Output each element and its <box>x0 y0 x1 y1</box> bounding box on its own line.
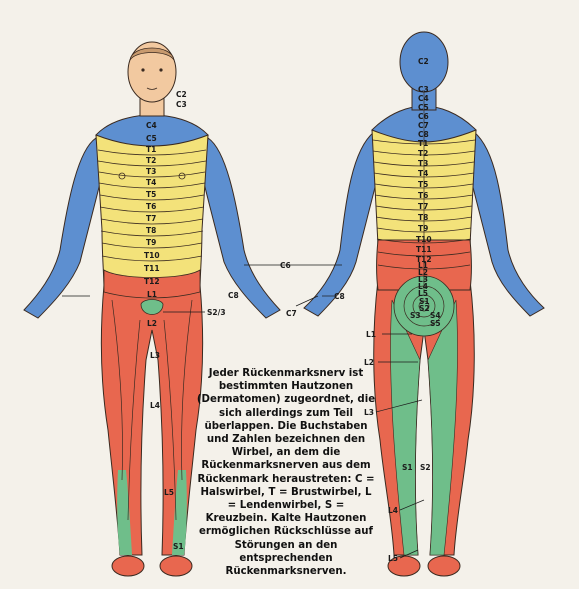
back-label-t10: T10 <box>416 235 432 244</box>
back-label-t4: T4 <box>418 169 428 178</box>
callout-c7: C7 <box>286 309 297 318</box>
front-label-t5: T5 <box>146 190 156 199</box>
callout-c6: C6 <box>280 261 291 270</box>
callout-s2-3: S2/3 <box>207 308 226 317</box>
back-label-c7: C7 <box>418 121 429 130</box>
back-right-arm <box>470 132 544 316</box>
back-label-t7: T7 <box>418 202 428 211</box>
front-label-t1: T1 <box>146 145 156 154</box>
back-label-c6: C6 <box>418 112 429 121</box>
back-label-c4: C4 <box>418 94 429 103</box>
back-label-c5: C5 <box>418 103 429 112</box>
front-label-l4: L4 <box>150 401 160 410</box>
front-sacral-s2-3 <box>141 300 163 315</box>
callout-s1: S1 <box>402 463 413 472</box>
callout-l2: L2 <box>364 358 374 367</box>
front-label-t8: T8 <box>146 226 156 235</box>
callout-c8-back: C8 <box>334 292 345 301</box>
front-label-l5: L5 <box>164 488 174 497</box>
back-label-t6: T6 <box>418 191 428 200</box>
front-label-t6: T6 <box>146 202 156 211</box>
front-label-t7: T7 <box>146 214 156 223</box>
back-label-t3: T3 <box>418 159 428 168</box>
callout-s2: S2 <box>420 463 431 472</box>
front-right-foot <box>160 556 192 576</box>
front-label-t4: T4 <box>146 178 156 187</box>
caption-text: Jeder Rückenmarksnerv ist bestimmten Hau… <box>196 367 376 578</box>
front-label-s1: S1 <box>173 542 184 551</box>
front-left-foot <box>112 556 144 576</box>
front-label-t12: T12 <box>144 277 160 286</box>
front-left-eye <box>141 68 144 71</box>
back-right-foot <box>428 556 460 576</box>
back-label-t5: T5 <box>418 180 428 189</box>
front-label-c4: C4 <box>146 121 157 130</box>
front-right-arm <box>202 138 280 318</box>
callout-l4: L4 <box>388 506 398 515</box>
back-left-arm <box>304 132 378 316</box>
back-label-t8: T8 <box>418 213 428 222</box>
front-label-c3: C3 <box>176 100 187 109</box>
front-label-t11: T11 <box>144 264 160 273</box>
back-label-c8: C8 <box>418 130 429 139</box>
back-label-t9: T9 <box>418 224 428 233</box>
callout-c8-front: C8 <box>228 291 239 300</box>
back-label-c2: C2 <box>418 57 429 66</box>
back-label-t1: T1 <box>418 139 428 148</box>
front-label-t9: T9 <box>146 238 156 247</box>
front-label-t3: T3 <box>146 167 156 176</box>
front-label-l2: L2 <box>147 319 157 328</box>
callout-l1: L1 <box>366 330 376 339</box>
back-label-t11: T11 <box>416 245 432 254</box>
front-right-eye <box>159 68 162 71</box>
front-label-l3: L3 <box>150 351 160 360</box>
back-label-s5: S5 <box>430 319 441 328</box>
front-left-arm <box>24 138 102 318</box>
front-label-l1: L1 <box>147 290 157 299</box>
callout-l5: L5 <box>388 554 398 563</box>
front-label-t2: T2 <box>146 156 156 165</box>
back-label-c3: C3 <box>418 85 429 94</box>
back-label-s3: S3 <box>410 311 421 320</box>
front-label-t10: T10 <box>144 251 160 260</box>
front-label-c5: C5 <box>146 134 157 143</box>
back-label-t2: T2 <box>418 149 428 158</box>
front-label-c2: C2 <box>176 90 187 99</box>
